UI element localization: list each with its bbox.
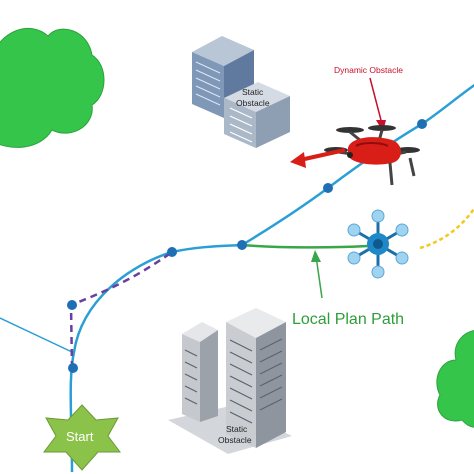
- local-plan-path-label: Local Plan Path: [292, 311, 404, 328]
- start-label: Start: [66, 429, 94, 444]
- static-obstacle-top-label-line2: Obstacle: [236, 98, 270, 108]
- waypoint: [68, 363, 78, 373]
- static-obstacle-bottom-label-line2: Obstacle: [218, 435, 252, 445]
- yellow-path: [419, 206, 474, 250]
- local-plan-path: [241, 243, 369, 249]
- dynamic-obstacle-arrow: [299, 148, 346, 162]
- blue-drone-icon: [347, 209, 409, 279]
- local-plan-pointer-head: [311, 250, 321, 262]
- dynamic-obstacle-label: Dynamic Obstacle: [334, 65, 403, 75]
- building-top-icon: [192, 36, 290, 148]
- waypoint: [323, 183, 333, 193]
- tree-left-icon: [0, 27, 105, 148]
- tree-right-icon: [436, 330, 474, 428]
- incoming-line: [0, 317, 73, 353]
- waypoints: [67, 119, 427, 373]
- waypoint: [67, 300, 77, 310]
- waypoint: [167, 247, 177, 257]
- local-plan-pointer: [315, 255, 323, 299]
- building-bottom-icon: [168, 308, 292, 454]
- dynamic-obstacle-pointer: [369, 77, 383, 125]
- alt-dashed-path: [69, 250, 173, 369]
- dynamic-obstacle-arrow-head: [290, 152, 306, 168]
- static-obstacle-bottom-label-line1: Static: [226, 424, 248, 434]
- waypoint: [237, 240, 247, 250]
- waypoint: [417, 119, 427, 129]
- static-obstacle-top-label-line1: Static: [242, 87, 264, 97]
- start-star-icon: [43, 404, 121, 471]
